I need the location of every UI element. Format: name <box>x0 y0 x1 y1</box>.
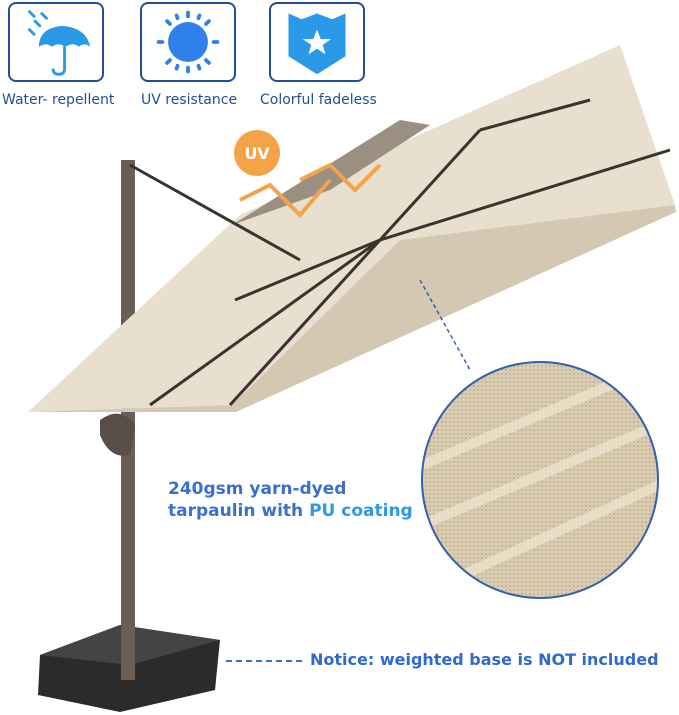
notice-dash <box>226 660 302 662</box>
fabric-line2: tarpaulin with <box>168 501 310 521</box>
sun-icon <box>156 10 220 74</box>
notice-text: Notice: weighted base is NOT included <box>310 650 659 669</box>
feature-colorful-fadeless <box>269 2 365 82</box>
feature-uv-resistance <box>140 2 236 82</box>
fabric-closeup <box>422 362 658 598</box>
feature-label: UV resistance <box>141 92 238 108</box>
uv-badge-text: UV <box>244 143 270 163</box>
crank-handle <box>100 413 135 456</box>
feature-label: Water- repellent <box>2 92 115 108</box>
feature-water-repellent <box>8 2 104 82</box>
umbrella-rain-icon <box>27 10 91 76</box>
uv-badge: UV <box>234 130 280 176</box>
feature-label: Colorful fadeless <box>260 92 377 108</box>
shield-star-icon <box>288 13 346 75</box>
fabric-highlight: PU coating <box>309 501 413 521</box>
pointer-line <box>419 279 471 371</box>
fabric-line1: 240gsm yarn-dyed <box>168 479 347 499</box>
uv-arrows-icon <box>239 162 382 218</box>
fabric-description: 240gsm yarn-dyed tarpaulin with PU coati… <box>168 478 413 522</box>
